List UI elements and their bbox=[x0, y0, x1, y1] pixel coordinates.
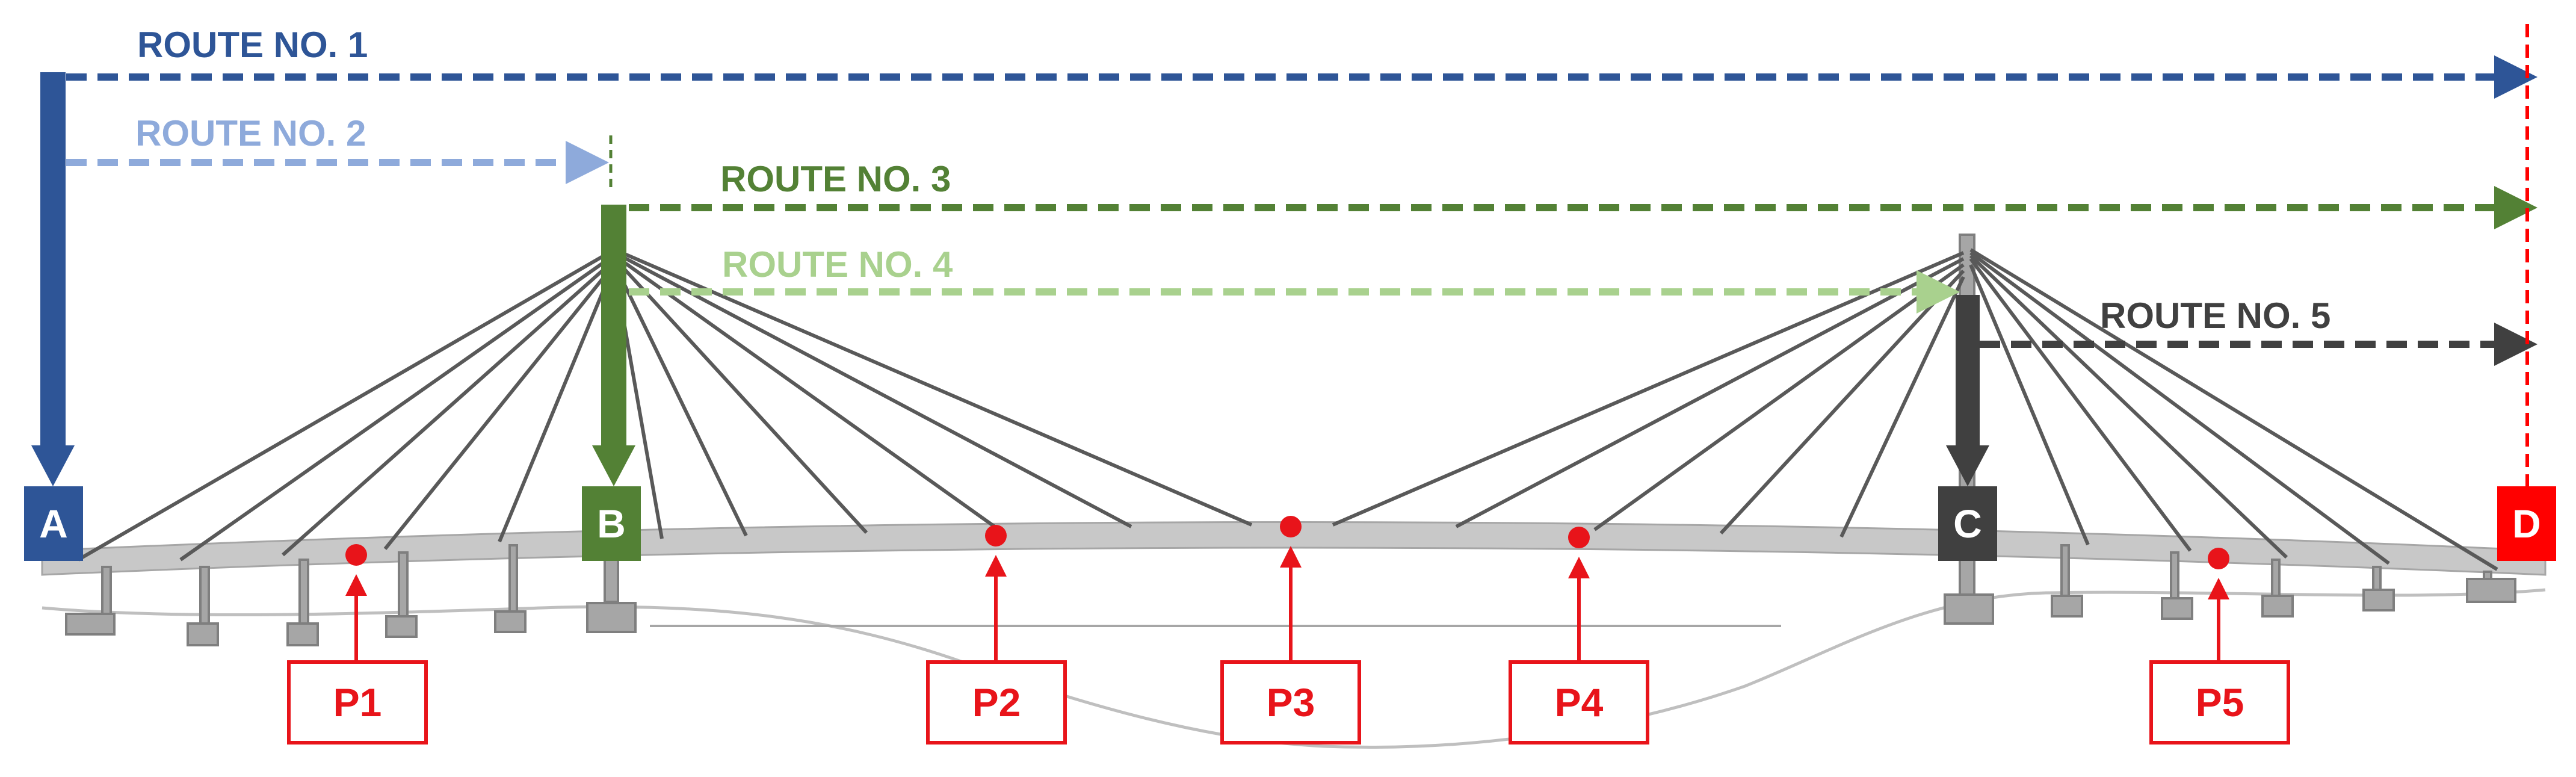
svg-text:P3: P3 bbox=[1267, 680, 1315, 725]
svg-text:P4: P4 bbox=[1555, 680, 1604, 725]
cables-c bbox=[1332, 248, 2498, 571]
svg-text:P1: P1 bbox=[333, 680, 382, 725]
point-p2: P2 bbox=[926, 525, 1067, 744]
node-a: A bbox=[24, 486, 83, 561]
route-5-down-arrow bbox=[1946, 445, 1989, 486]
point-p1: P1 bbox=[287, 544, 428, 744]
point-p5: P5 bbox=[2149, 548, 2290, 744]
bridge-deck bbox=[41, 521, 2547, 576]
piers bbox=[65, 544, 2516, 646]
node-d: D bbox=[2497, 486, 2556, 561]
svg-text:A: A bbox=[39, 501, 68, 546]
route-1-down-arrow bbox=[31, 445, 75, 486]
route-3-down-arrow bbox=[592, 445, 635, 486]
route-3-label: ROUTE NO. 3 bbox=[720, 159, 951, 199]
svg-text:C: C bbox=[1953, 501, 1982, 546]
route-5-label: ROUTE NO. 5 bbox=[2100, 296, 2330, 336]
svg-text:P2: P2 bbox=[972, 680, 1021, 725]
route-1-label: ROUTE NO. 1 bbox=[137, 25, 368, 65]
route-4-label: ROUTE NO. 4 bbox=[722, 244, 953, 285]
node-b: B bbox=[582, 486, 641, 561]
pylon-b bbox=[586, 553, 637, 633]
route-2-label: ROUTE NO. 2 bbox=[135, 113, 366, 153]
svg-text:P5: P5 bbox=[2196, 680, 2244, 725]
svg-text:B: B bbox=[597, 501, 626, 546]
svg-text:D: D bbox=[2512, 501, 2541, 546]
point-p3: P3 bbox=[1220, 516, 1361, 744]
cables-b bbox=[77, 248, 1253, 562]
point-p4: P4 bbox=[1509, 527, 1649, 744]
node-c: C bbox=[1938, 486, 1997, 561]
